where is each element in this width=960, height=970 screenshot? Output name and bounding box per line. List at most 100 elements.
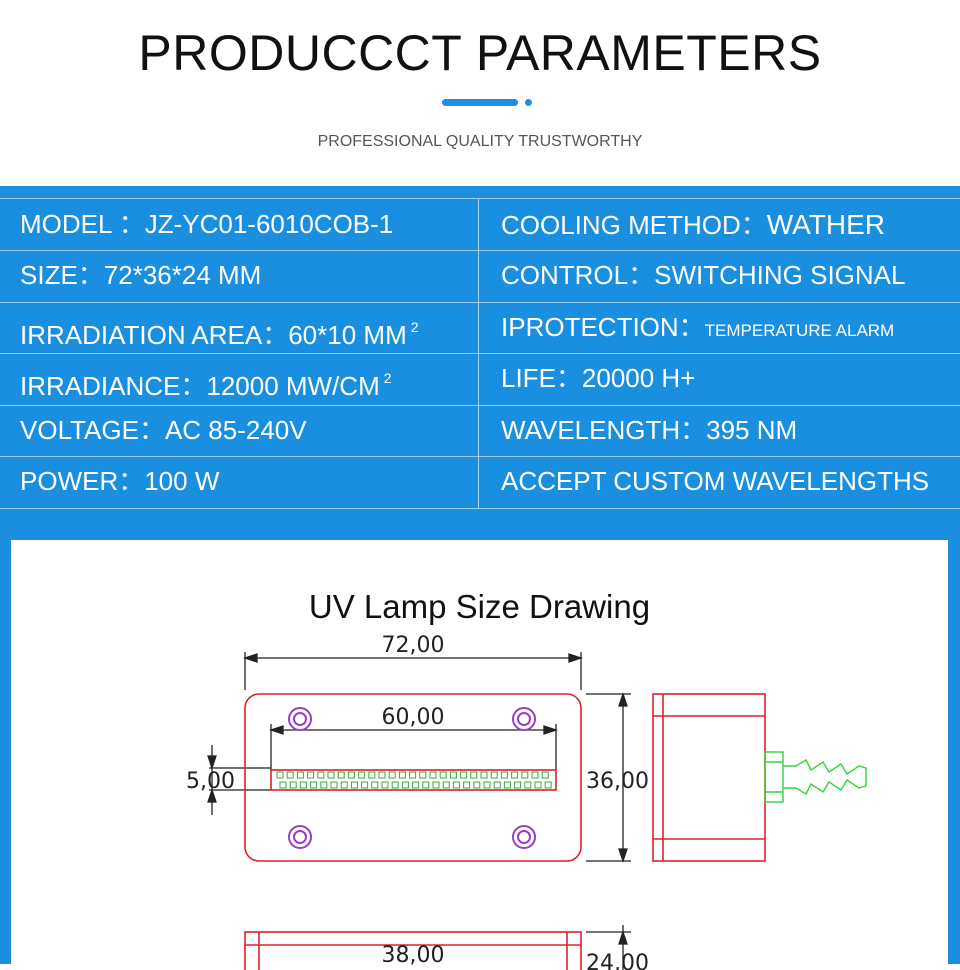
row-divider (0, 353, 960, 354)
screw-hole-icon (293, 712, 307, 726)
led-chip (490, 771, 498, 779)
led-chip (460, 771, 468, 779)
param-model: MODEL ：JZ-YC01-6010COB-1 (20, 209, 394, 239)
led-chip (307, 771, 315, 779)
led-chip (388, 771, 396, 779)
header: PRODUCCCT PARAMETERS PROFESSIONAL QUALIT… (0, 0, 960, 186)
drawing-area: UV Lamp Size Drawing (11, 540, 948, 970)
page-subtitle: PROFESSIONAL QUALITY TRUSTWORTHY (317, 133, 643, 150)
dimension-bottom-height: 24,00 (586, 951, 649, 970)
led-chip (432, 781, 440, 789)
led-chip (378, 771, 386, 779)
param-protection: IPROTECTION：TEMPERATURE ALARM (501, 312, 895, 342)
screw-hole-icon (288, 825, 312, 849)
mounting-screws (288, 707, 536, 849)
lamp-drawing: 72,00 60,00 5,00 36,00 38,00 24,00 (186, 633, 867, 970)
led-chip (286, 771, 294, 779)
parameters-table: MODEL ：JZ-YC01-6010COB-1 SIZE：72*36*24 M… (0, 198, 960, 509)
param-voltage: VOLTAGE：AC 85-240V (20, 415, 307, 445)
led-chip (350, 781, 358, 789)
led-chip (544, 781, 552, 789)
parameters-panel: MODEL ：JZ-YC01-6010COB-1 SIZE：72*36*24 M… (0, 186, 960, 518)
led-chip (422, 781, 430, 789)
led-chip (391, 781, 399, 789)
screw-hole-icon (517, 712, 531, 726)
led-chip (429, 771, 437, 779)
led-chip (401, 781, 409, 789)
led-chip (531, 771, 539, 779)
param-control: CONTROL：SWITCHING SIGNAL (501, 260, 906, 290)
param-size: SIZE：72*36*24 MM (20, 260, 262, 290)
param-wavelength: WAVELENGTH：395 NM (501, 415, 798, 445)
led-chip (381, 781, 389, 789)
led-chip (317, 771, 325, 779)
led-chip (371, 781, 379, 789)
led-chip (521, 771, 529, 779)
page-title: PRODUCCCT PARAMETERS (138, 25, 822, 81)
led-chip (483, 781, 491, 789)
led-chip (470, 771, 478, 779)
led-chip (330, 781, 338, 789)
led-chip (337, 771, 345, 779)
dimension-bottom-width: 38,00 (382, 943, 445, 968)
screw-hole-icon (293, 830, 307, 844)
led-array (276, 771, 552, 789)
title-underline-dot (525, 99, 532, 106)
dimension-overall-height: 36,00 (586, 769, 649, 794)
led-chip (327, 771, 335, 779)
row-divider (0, 250, 960, 251)
param-custom-wavelengths: ACCEPT CUSTOM WAVELENGTHS (501, 466, 930, 496)
led-chip (276, 771, 284, 779)
water-fitting (764, 751, 867, 803)
row-divider (0, 456, 960, 457)
led-chip (503, 781, 511, 789)
led-chip (320, 781, 328, 789)
led-chip (514, 781, 522, 789)
param-life: LIFE：20000 H+ (501, 363, 696, 393)
led-chip (473, 781, 481, 789)
param-cooling-method: COOLING METHOD：WATHER (501, 209, 886, 240)
led-chip (493, 781, 501, 789)
dimension-emitter-height: 5,00 (186, 769, 235, 794)
led-chip (442, 781, 450, 789)
emitter-outline (270, 769, 557, 791)
led-chip (289, 781, 297, 789)
led-chip (419, 771, 427, 779)
param-power: POWER：100 W (20, 466, 220, 496)
drawing-panel: UV Lamp Size Drawing (0, 518, 960, 970)
led-chip (368, 771, 376, 779)
led-chip (511, 771, 519, 779)
screw-hole-icon (512, 707, 536, 731)
row-divider (0, 302, 960, 303)
dimension-overall-width: 72,00 (382, 633, 445, 658)
led-chip (299, 781, 307, 789)
row-divider (0, 405, 960, 406)
drawing-title: UV Lamp Size Drawing (308, 588, 651, 625)
led-chip (340, 781, 348, 789)
led-chip (439, 771, 447, 779)
led-chip (541, 771, 549, 779)
led-chip (296, 771, 304, 779)
led-chip (361, 781, 369, 789)
led-chip (279, 781, 287, 789)
led-chip (398, 771, 406, 779)
led-chip (463, 781, 471, 789)
lamp-body-outline (244, 693, 582, 862)
led-chip (347, 771, 355, 779)
screw-hole-icon (512, 825, 536, 849)
led-chip (449, 771, 457, 779)
led-chip (358, 771, 366, 779)
title-underline (442, 99, 518, 106)
dimension-lines (207, 652, 631, 970)
side-view-body (652, 693, 766, 862)
led-chip (412, 781, 420, 789)
led-chip (500, 771, 508, 779)
led-chip (452, 781, 460, 789)
led-chip (534, 781, 542, 789)
bottom-view-body (244, 931, 582, 970)
led-chip (524, 781, 532, 789)
led-chip (310, 781, 318, 789)
screw-hole-icon (288, 707, 312, 731)
